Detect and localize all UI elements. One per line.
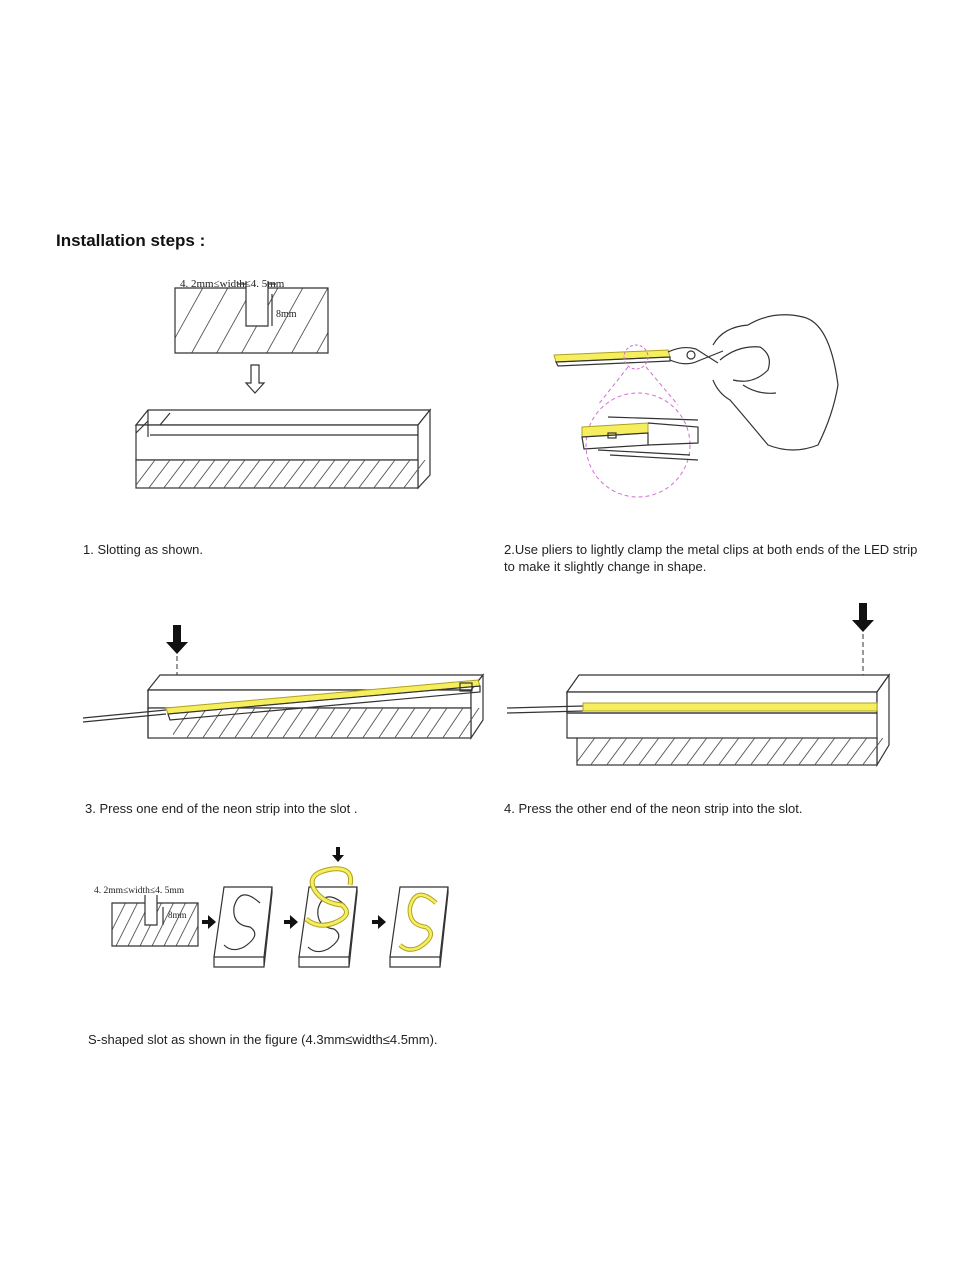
depth-dimension-label: 8mm	[276, 309, 297, 320]
step-5-caption: S-shaped slot as shown in the figure (4.…	[88, 1032, 438, 1047]
figure-pliers	[553, 314, 839, 498]
step-2-caption-line-2: to make it slightly change in shape.	[504, 559, 707, 574]
step-4-caption: 4. Press the other end of the neon strip…	[504, 801, 803, 816]
page-title: Installation steps :	[56, 231, 206, 250]
detail-magnified-view	[585, 392, 691, 498]
press-arrow-icon	[852, 603, 874, 632]
detail-marker	[623, 344, 649, 370]
step-2-caption-line-1: 2.Use pliers to lightly clamp the metal …	[504, 542, 918, 557]
figure-slotting: 4. 2mm≤width≤4. 5mm 8mm	[134, 278, 432, 490]
step-1-caption: 1. Slotting as shown.	[83, 542, 203, 557]
arrow-right-icon	[202, 915, 216, 929]
step-3-caption: 3. Press one end of the neon strip into …	[85, 801, 358, 816]
depth-dimension-label-small: 8mm	[168, 910, 187, 920]
figure-press-first-end	[82, 625, 485, 740]
press-arrow-icon	[166, 625, 188, 654]
width-dimension-label-small: 4. 2mm≤width≤4. 5mm	[94, 886, 185, 896]
arrow-right-icon	[284, 915, 298, 929]
step-2-caption: 2.Use pliers to lightly clamp the metal …	[504, 541, 917, 575]
figure-press-second-end	[506, 603, 891, 768]
arrow-right-icon	[372, 915, 386, 929]
figure-s-shaped-slot: 4. 2mm≤width≤4. 5mm 8mm	[94, 847, 449, 968]
width-dimension-label: 4. 2mm≤width≤4. 5mm	[180, 278, 285, 290]
down-arrow-icon	[244, 364, 266, 394]
press-arrow-icon	[332, 847, 344, 862]
